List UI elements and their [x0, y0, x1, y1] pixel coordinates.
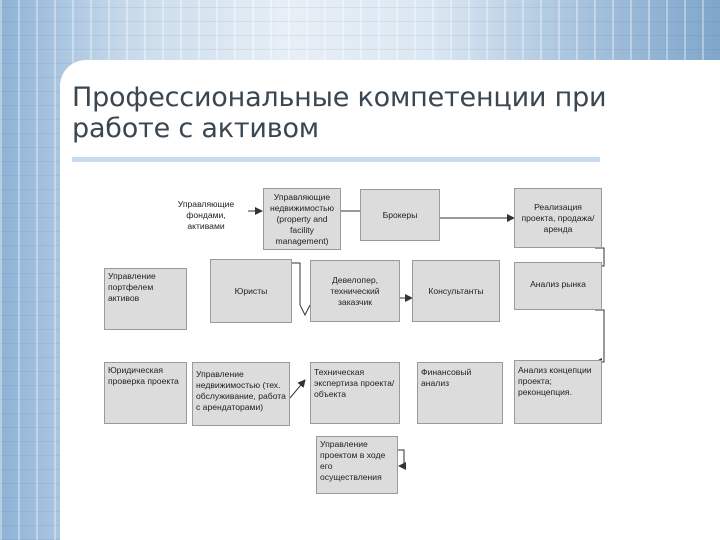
box-brokers-label: Брокеры — [382, 209, 418, 220]
box-financial-label: Финансовый анализ — [421, 367, 472, 388]
box-portfolio-label: Управление портфелем активов — [108, 271, 156, 303]
title-underline — [72, 157, 600, 162]
box-fund-managers-label: Управляющие фондами, активами — [177, 198, 235, 231]
box-developer: Девелопер, технический заказчик — [310, 260, 400, 322]
box-fund-managers: Управляющие фондами, активами — [166, 189, 246, 241]
box-project-management: Управление проектом в ходе его осуществл… — [316, 436, 398, 494]
edge-lawyers-bend — [292, 262, 311, 317]
box-lawyers: Юристы — [210, 259, 292, 323]
box-sales-label: Реализация проекта, продажа/аренда — [521, 201, 595, 234]
box-lawyers-label: Юристы — [234, 285, 268, 296]
edge-projectmgmt-loop — [395, 449, 406, 470]
box-financial: Финансовый анализ — [417, 362, 503, 424]
box-market-label: Анализ рынка — [530, 279, 586, 289]
box-sales: Реализация проекта, продажа/аренда — [514, 188, 602, 248]
box-re-management: Управление недвижимостью (тех. обслужива… — [192, 362, 290, 426]
slide-title: Профессиональные компетенции при работе … — [72, 82, 607, 144]
box-tech-expertise: Техническая экспертиза проекта/объекта — [310, 362, 400, 424]
edge-market-to-concept — [594, 309, 605, 366]
box-market: Анализ рынка — [514, 262, 602, 310]
box-developer-label: Девелопер, технический заказчик — [330, 274, 380, 307]
edge-remgmt-to-tech — [289, 379, 306, 399]
box-property-managers-label: Управляющие недвижимостью (property and … — [269, 191, 335, 246]
box-consultants: Консультанты — [412, 260, 500, 322]
box-concept: Анализ концепции проекта; реконцепция. — [514, 360, 602, 424]
box-brokers: Брокеры — [360, 189, 440, 241]
box-consultants-label: Консультанты — [428, 285, 484, 296]
box-property-managers: Управляющие недвижимостью (property and … — [263, 188, 341, 250]
box-concept-label: Анализ концепции проекта; реконцепция. — [518, 365, 592, 397]
box-portfolio: Управление портфелем активов — [104, 268, 187, 330]
box-re-management-label: Управление недвижимостью (тех. обслужива… — [196, 369, 286, 412]
box-due-diligence: Юридическая проверка проекта — [104, 362, 187, 424]
box-project-management-label: Управление проектом в ходе его осуществл… — [320, 439, 386, 482]
box-due-diligence-label: Юридическая проверка проекта — [108, 365, 179, 386]
box-tech-expertise-label: Техническая экспертиза проекта/объекта — [314, 367, 395, 399]
